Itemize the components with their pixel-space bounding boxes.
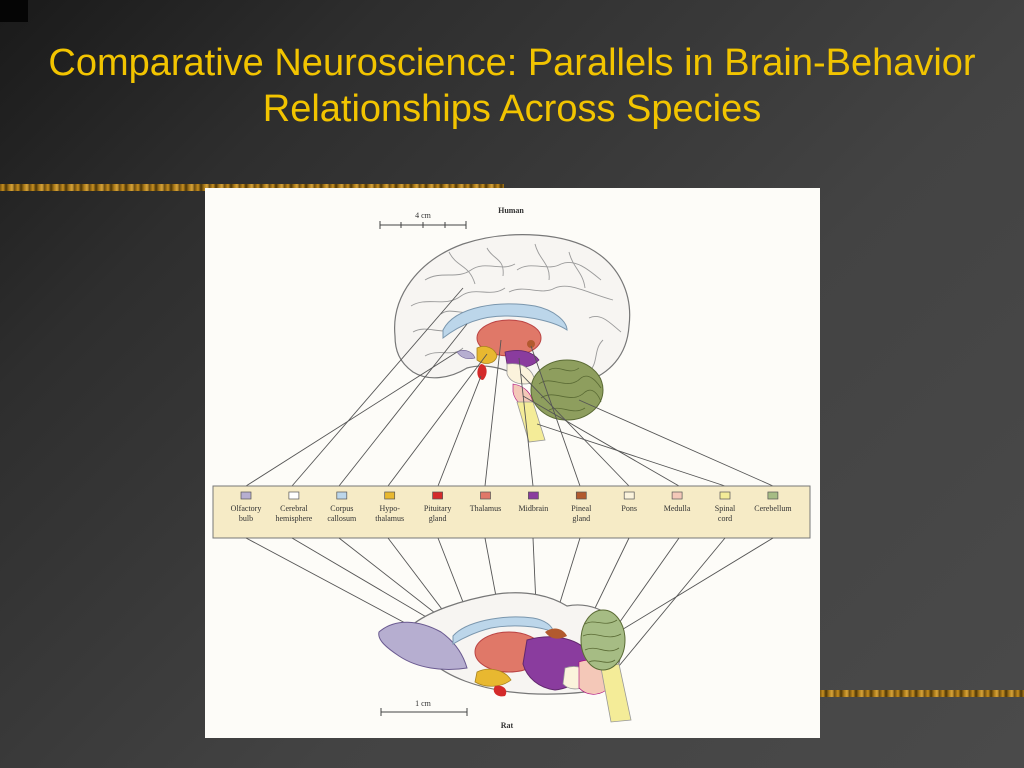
legend-label: Pineal bbox=[571, 504, 592, 513]
legend-label: Cerebral bbox=[280, 504, 308, 513]
legend-swatch bbox=[384, 491, 396, 500]
human-scale-bar: 4 cm bbox=[379, 211, 467, 229]
legend-swatch bbox=[240, 491, 252, 500]
legend-label: hemisphere bbox=[275, 514, 312, 523]
human-scale-label: 4 cm bbox=[415, 211, 432, 220]
legend-swatch bbox=[623, 491, 635, 500]
decorative-strip-bottom bbox=[820, 690, 1024, 697]
legend-label: Pons bbox=[621, 504, 637, 513]
legend-label: callosum bbox=[327, 514, 357, 523]
human-label: Human bbox=[498, 206, 524, 215]
rat-scale-bar: 1 cm bbox=[380, 699, 468, 716]
legend-swatch bbox=[671, 491, 683, 500]
legend-bar bbox=[212, 485, 811, 539]
rat-label: Rat bbox=[501, 721, 514, 730]
legend-label: thalamus bbox=[375, 514, 404, 523]
legend-label: cord bbox=[718, 514, 732, 523]
legend-label: Pituitary bbox=[424, 504, 452, 513]
legend-label: Corpus bbox=[330, 504, 353, 513]
legend-swatch bbox=[432, 491, 443, 500]
decorative-strip-top bbox=[0, 184, 504, 191]
legend-label: gland bbox=[429, 514, 447, 523]
legend-label: gland bbox=[572, 514, 590, 523]
legend-swatch bbox=[528, 491, 539, 500]
legend-label: Cerebellum bbox=[754, 504, 792, 513]
legend-label: Thalamus bbox=[470, 504, 502, 513]
brain-figure-svg: Human 4 cm bbox=[212, 206, 811, 730]
rat-brain-illustration bbox=[378, 592, 632, 723]
legend-swatch bbox=[480, 491, 491, 500]
slide-title: Comparative Neuroscience: Parallels in B… bbox=[48, 42, 976, 130]
legend-label: Hypo- bbox=[379, 504, 400, 513]
legend-label: Midbrain bbox=[519, 504, 549, 513]
human-brain-illustration bbox=[394, 234, 631, 443]
legend-swatch bbox=[575, 491, 587, 500]
legend-swatch bbox=[719, 491, 731, 500]
legend-label: Olfactory bbox=[231, 504, 262, 513]
legend-swatch bbox=[767, 491, 779, 500]
rat-scale-label: 1 cm bbox=[415, 699, 432, 708]
legend-swatch bbox=[336, 491, 348, 500]
legend-label: bulb bbox=[239, 514, 253, 523]
brain-comparison-figure: Human 4 cm bbox=[205, 188, 820, 738]
human-connector-lines bbox=[245, 287, 774, 487]
legend-swatch bbox=[288, 491, 300, 500]
legend-label: Spinal bbox=[715, 504, 736, 513]
legend-label: Medulla bbox=[664, 504, 691, 513]
corner-square bbox=[0, 0, 28, 22]
